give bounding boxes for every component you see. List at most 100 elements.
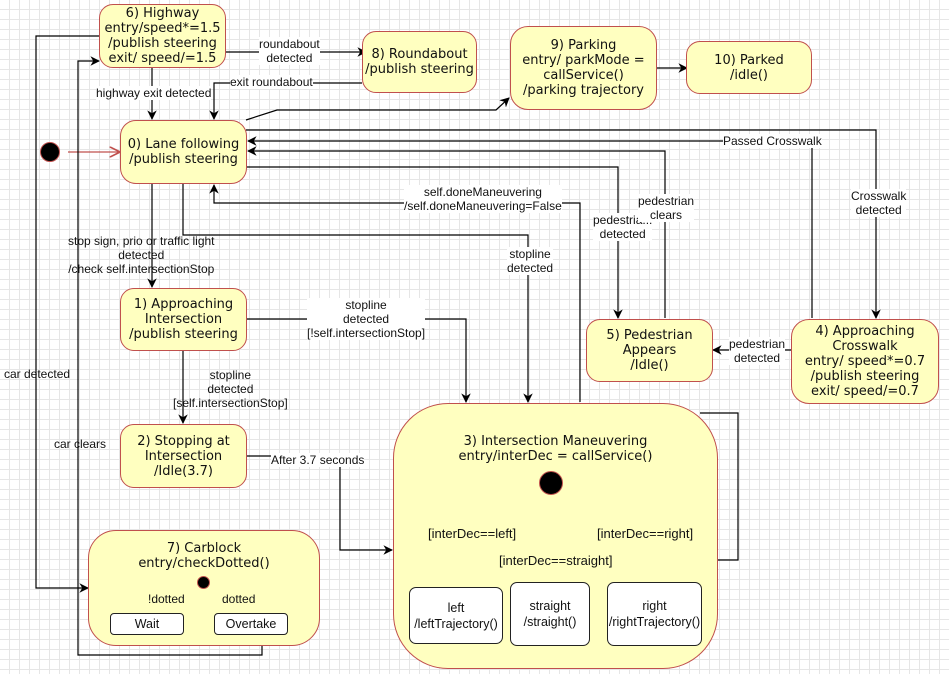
substate-title: left [447,600,465,615]
label-stopline-detected-top: stopline detected [507,247,554,275]
label-pedestrian-detected-top: pedestria... detected [593,213,653,241]
label-line: dotted [222,592,256,606]
label-line: !dotted [148,592,185,606]
label-line: Crosswalk [851,189,907,203]
label-line: [interDec==left] [428,526,517,541]
state-title: 6) Highway [125,6,200,21]
label-car-detected: car detected [4,367,70,381]
label-line: detected [266,51,313,65]
substate-right[interactable]: right /rightTrajectory() [607,582,702,646]
label-line: stopline [345,298,387,312]
state-parking[interactable]: 9) Parking entry/ parkMode = callService… [510,26,657,110]
label-exit-roundabout: exit roundabout [230,75,313,89]
label-highway-exit: highway exit detected [96,86,212,100]
label-line: exit roundabout [230,75,313,89]
state-approaching-intersection[interactable]: 1) Approaching Intersection /publish ste… [120,288,247,351]
substate-straight[interactable]: straight /straight() [510,582,590,646]
label-line: After 3.7 seconds [271,453,365,467]
label-line: [!self.intersectionStop] [307,326,426,340]
label-dotted: dotted [222,592,256,606]
state-pedestrian-appears[interactable]: 5) Pedestrian Appears /Idle() [586,319,713,382]
label-done-maneuvering: self.doneManeuvering /self.doneManeuveri… [404,185,562,213]
state-parked[interactable]: 10) Parked /idle() [686,41,812,94]
substate-action: /straight() [523,615,577,629]
state-title-cont: Intersection [144,312,223,327]
substate-action: /rightTrajectory() [608,615,701,629]
label-inter-right: [interDec==right] [597,526,693,541]
state-title: 9) Parking [550,38,617,53]
state-title: 0) Lane following [127,137,240,152]
t-car-clears [77,56,263,656]
label-stopline-not-stop: stopline detected [!self.intersectionSto… [307,298,426,340]
label-line: detected [734,351,781,365]
substate-title: straight [529,599,571,613]
state-action: /publish steering [810,369,920,384]
label-line: [self.intersectionStop] [173,396,288,410]
label-line: highway exit detected [96,86,212,100]
label-line: detected [599,227,646,241]
label-inter-left: [interDec==left] [428,526,516,541]
state-entry: entry/checkDotted() [138,556,270,571]
t-lane-parking [245,97,510,121]
label-line: detected [855,203,902,217]
state-entry-cont: callService() [543,68,624,83]
label-line: pedestrian [638,194,695,208]
label-line: /check self.intersectionStop [68,262,215,276]
label-line: Passed Crosswalk [723,134,822,148]
state-stopping-at-intersection[interactable]: 2) Stopping at Intersection /Idle(3.7) [120,424,247,488]
label-line: clears [650,208,683,222]
label-inter-straight: [interDec==straight] [499,553,612,568]
state-lane-following[interactable]: 0) Lane following /publish steering [120,120,247,184]
t-pedestrian-clears [247,146,666,318]
substate-left[interactable]: left /leftTrajectory() [409,587,503,644]
label-line: roundabout [259,37,320,51]
t-crosswalk-detected [246,129,881,319]
label-after-seconds: After 3.7 seconds [271,453,365,467]
state-action: /Idle() [630,358,669,373]
state-action: /publish steering [365,62,474,77]
carblock-initial-state [197,576,210,589]
label-car-clears: car clears [54,437,106,451]
label-line: detected [343,312,390,326]
state-roundabout[interactable]: 8) Roundabout /publish steering [362,31,477,93]
label-line: [interDec==right] [597,526,694,541]
label-crosswalk-detected: Crosswalk detected [851,189,907,217]
state-action: /publish steering [129,152,238,167]
t-car-detected [35,35,99,593]
state-entry: entry/ speed*=0.7 [804,354,926,369]
label-line: stopline [509,247,551,261]
state-action: /publish steering [108,36,217,51]
label-line: [interDec==straight] [499,553,613,568]
state-approaching-crosswalk[interactable]: 4) Approaching Crosswalk entry/ speed*=0… [791,319,939,404]
label-not-dotted: !dotted [148,592,185,606]
state-title-cont: Intersection [144,448,223,464]
t-stopline-top [182,184,533,403]
initial-state [40,142,60,162]
state-title: 7) Carblock [166,541,242,556]
label-line: pedestrian [729,337,786,351]
label-line: detected [118,248,165,262]
substate-wait[interactable]: Wait [110,613,184,635]
label-line: self.doneManeuvering [423,185,542,199]
label-pedestrian-clears: pedestrian clears [638,194,695,222]
label-line: stop sign, prio or traffic light [68,234,215,248]
label-line: car detected [4,367,71,381]
label-line: car clears [54,437,107,451]
label-passed-crosswalk: Passed Crosswalk [723,134,822,148]
substate-title: Overtake [225,617,277,631]
substate-title: Wait [134,617,160,631]
state-highway[interactable]: 6) Highway entry/speed*=1.5 /publish ste… [99,4,226,68]
state-title: 5) Pedestrian [606,328,693,343]
substate-title: right [642,599,667,613]
state-action: /publish steering [129,327,238,342]
state-exit: exit/ speed/=0.7 [811,384,919,399]
substate-overtake[interactable]: Overtake [214,613,288,635]
state-title: 1) Approaching [133,297,234,312]
intersection-initial-state [539,471,563,495]
state-title: 3) Intersection Maneuvering [463,434,648,449]
label-line: detected [507,261,554,275]
label-line: detected [207,382,254,396]
label-stop-sign: stop sign, prio or traffic light detecte… [68,234,215,276]
t-done-maneuvering [209,184,581,402]
t-intersection-loop [700,412,739,561]
